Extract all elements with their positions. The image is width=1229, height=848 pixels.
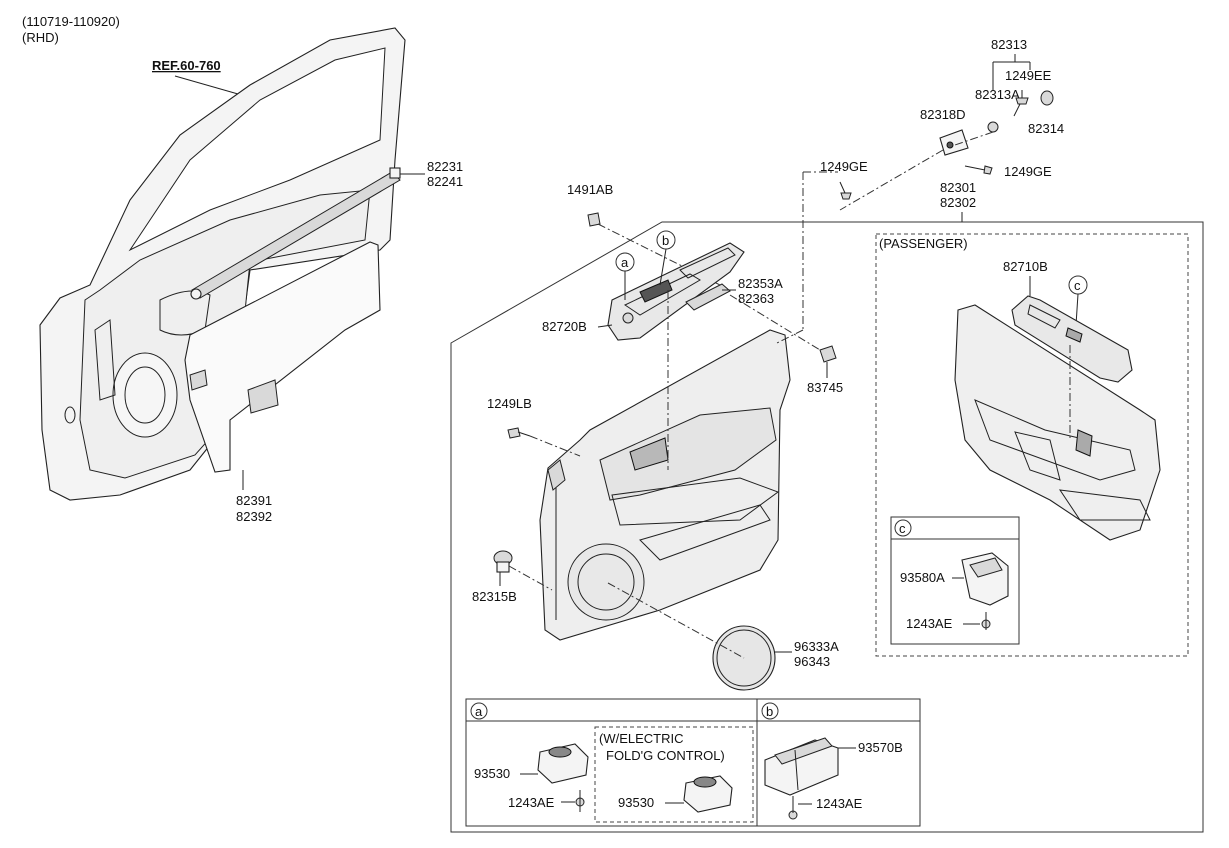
label-82353A: 82353A [738,276,783,291]
label-96343: 96343 [794,654,830,669]
passenger-trim-panel [954,304,1161,541]
label-93530-electric: 93530 [618,795,654,810]
label-93570B: 93570B [858,740,903,755]
date-range-label: (110719-110920) [22,14,120,29]
side-label: (RHD) [22,30,59,45]
ref-leader [174,75,246,97]
detail-ab-box [465,698,921,827]
assembly-frame [450,221,1204,833]
label-82314: 82314 [1028,121,1064,136]
label-82313: 82313 [991,37,1027,52]
label-1243AE-c: 1243AE [906,616,953,631]
screw-1243AE-c [981,612,991,630]
callout-a-label: a [621,255,629,270]
label-82710B: 82710B [1003,259,1048,274]
vapor-barrier [184,241,381,473]
label-93530-standard: 93530 [474,766,510,781]
switch-93570B [764,737,839,796]
label-1243AE-b: 1243AE [816,796,863,811]
label-82241: 82241 [427,174,463,189]
label-1491AB: 1491AB [567,182,613,197]
switch-block-82353A [685,283,731,311]
label-82315B: 82315B [472,589,517,604]
label-83745: 83745 [807,380,843,395]
cap-83745 [819,345,837,363]
label-82391: 82391 [236,493,272,508]
label-82363: 82363 [738,291,774,306]
nut-82313A [987,121,999,133]
label-82302: 82302 [940,195,976,210]
belt-weatherstrip [190,167,401,300]
screw-1249GE-right [964,165,993,175]
screw-1243AE-b [788,796,798,820]
label-1249GE-right: 1249GE [1004,164,1052,179]
detail-c-box [890,516,1020,645]
label-82301: 82301 [940,180,976,195]
label-96333A: 96333A [794,639,839,654]
bracket-82318D [939,129,969,156]
clip-82315B [493,550,513,573]
label-1243AE-a: 1243AE [508,795,555,810]
detail-b-marker [761,702,779,720]
callout-c-label: c [1074,278,1081,293]
label-1249LB: 1249LB [487,396,532,411]
detail-c-label: c [899,521,906,536]
label-82313A: 82313A [975,87,1020,102]
label-82231: 82231 [427,159,463,174]
detail-b-label: b [766,704,773,719]
clip-1491AB [587,212,601,227]
screw-1249GE-left [839,181,852,200]
screw-1249EE [1013,97,1029,117]
switch-93530-standard [537,743,589,784]
w-electric-label-line2: FOLD'G CONTROL) [606,748,725,763]
detail-a-label: a [475,704,483,719]
ref-link[interactable]: REF.60-760 [152,58,221,73]
screw-1243AE-a [575,790,585,812]
passenger-switch-panel-82710B [1011,295,1133,383]
door-trim-panel [539,329,791,641]
label-82318D: 82318D [920,107,966,122]
label-82720B: 82720B [542,319,587,334]
callout-b-label: b [662,233,669,248]
label-1249GE-left: 1249GE [820,159,868,174]
label-82392: 82392 [236,509,272,524]
screw-1249LB [507,427,531,439]
cap-82314 [1040,90,1054,106]
switch-93530-electric [683,775,733,813]
passenger-box [875,233,1189,657]
electric-fold-box [594,726,754,823]
label-1249EE: 1249EE [1005,68,1052,83]
passenger-label: (PASSENGER) [879,236,968,251]
switch-93580A [961,552,1009,606]
detail-c-marker [894,519,912,537]
detail-a-marker [470,702,488,720]
label-93580A: 93580A [900,570,945,585]
switch-panel-82720B [607,242,745,341]
w-electric-label-line1: (W/ELECTRIC [599,731,684,746]
